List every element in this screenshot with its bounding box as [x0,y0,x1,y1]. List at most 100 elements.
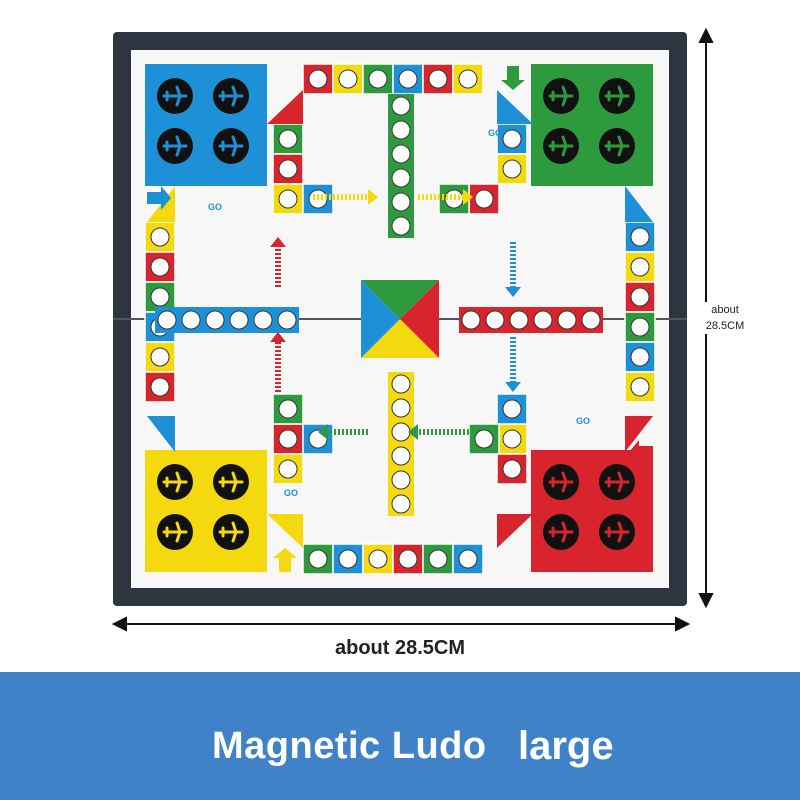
home-stretch-circle [391,446,411,466]
cell-circle [428,549,448,569]
home-stretch-circle [391,96,411,116]
home-stretch-circle [391,494,411,514]
cell-circle [428,69,448,89]
width-label: about 28.5CM [300,634,500,662]
cell-circle [338,549,358,569]
home-stretch-circle [557,310,577,330]
cell-circle [630,317,650,337]
cell-circle [630,227,650,247]
entry-arrow-yellow [273,548,297,572]
entry-arrow-red [629,440,653,464]
cell-circle [278,159,298,179]
cell-circle [150,257,170,277]
shortcut-arrow-head [270,332,286,342]
home-piece [213,464,249,500]
home-piece [157,464,193,500]
cell-circle [502,459,522,479]
product-banner [0,672,800,800]
cell-circle [502,159,522,179]
cell-circle [458,69,478,89]
airplane-icon [548,471,574,493]
shortcut-arrow-head [408,424,418,440]
shortcut-arrow-head [505,287,521,297]
cell-circle [458,549,478,569]
cell-circle [150,347,170,367]
go-label: GO [284,488,298,498]
home-stretch-circle [461,310,481,330]
entry-arrow-blue [147,186,171,210]
cell-circle [398,549,418,569]
cell-circle [474,189,494,209]
entry-arrow-green [501,66,525,90]
home-piece [213,514,249,550]
home-stretch-circle [253,310,273,330]
cell-circle [150,227,170,247]
width-dimension-line [111,616,691,632]
home-piece [543,464,579,500]
cell-circle [278,429,298,449]
center-triangle-red [400,280,439,358]
home-piece [599,514,635,550]
height-label-line2: 28.5CM [705,320,745,332]
home-piece [599,78,635,114]
cell-circle [368,549,388,569]
home-stretch-circle [157,310,177,330]
arrow-left-icon [111,616,127,632]
go-label: GO [488,128,502,138]
center-triangle-blue [361,280,400,358]
cell-circle [150,377,170,397]
home-piece [157,128,193,164]
home-piece [599,464,635,500]
corner-triangle [497,514,533,548]
airplane-icon [162,471,188,493]
shortcut-arrow-head [463,189,473,205]
home-piece [543,128,579,164]
cell-circle [368,69,388,89]
home-stretch-circle [181,310,201,330]
home-piece [213,128,249,164]
cell-circle [150,287,170,307]
home-stretch-circle [391,120,411,140]
home-piece [213,78,249,114]
home-stretch-circle [205,310,225,330]
home-stretch-circle [229,310,249,330]
airplane-icon [218,135,244,157]
home-stretch-circle [391,168,411,188]
airplane-icon [162,135,188,157]
corner-triangle [625,186,653,222]
airplane-icon [604,521,630,543]
cell-circle [278,399,298,419]
corner-triangle [147,416,175,452]
home-stretch-circle [391,144,411,164]
cell-circle [630,377,650,397]
home-stretch-circle [509,310,529,330]
airplane-icon [218,85,244,107]
home-stretch-circle [277,310,297,330]
corner-triangle [267,90,303,124]
corner-triangle [267,514,303,548]
shortcut-arrow-head [270,237,286,247]
cell-circle [502,399,522,419]
airplane-icon [162,521,188,543]
cell-circle [630,257,650,277]
shortcut-arrow-head [368,189,378,205]
airplane-icon [548,85,574,107]
cell-circle [502,129,522,149]
arrow-up-icon [698,27,714,43]
track-cell [302,63,334,95]
product-size: large [518,724,614,768]
airplane-icon [604,85,630,107]
cell-circle [308,549,328,569]
product-title: Magnetic Ludo [212,725,487,767]
cell-circle [278,189,298,209]
arrow-right-icon [675,616,691,632]
track-cell [468,183,500,215]
home-stretch-circle [391,192,411,212]
cell-circle [630,347,650,367]
home-stretch-circle [391,374,411,394]
airplane-icon [548,521,574,543]
cell-circle [630,287,650,307]
cell-circle [474,429,494,449]
cell-circle [278,459,298,479]
